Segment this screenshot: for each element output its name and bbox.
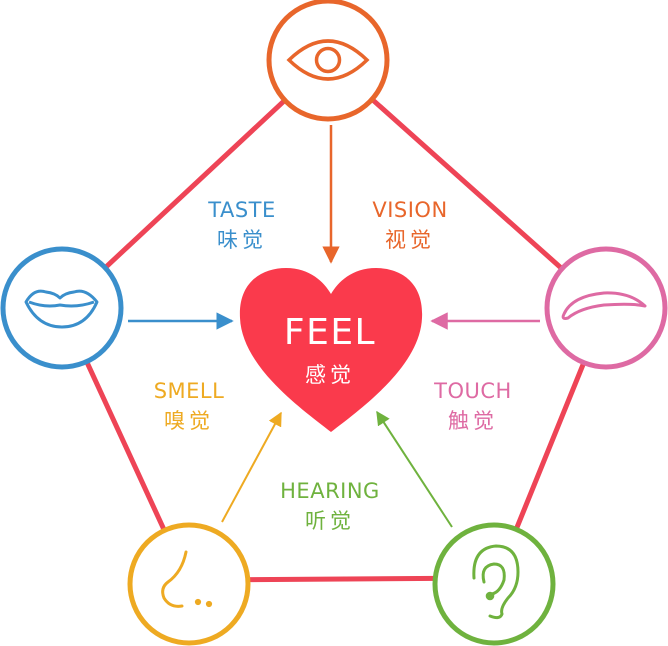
nose-icon	[161, 550, 213, 608]
hearing-label-en: HEARING	[280, 479, 380, 503]
touch-label-cn: 触觉	[448, 409, 498, 433]
taste-label-cn: 味觉	[217, 228, 267, 252]
vision-label: VISION 视觉	[340, 200, 480, 251]
vision-node	[266, 0, 390, 122]
vision-label-en: VISION	[372, 198, 448, 222]
heart-shape	[239, 268, 423, 432]
taste-node	[0, 246, 124, 370]
eye-icon	[286, 39, 370, 81]
taste-label: TASTE 味觉	[172, 200, 312, 251]
touch-label-en: TOUCH	[434, 379, 512, 403]
center-title: FEEL	[283, 312, 377, 353]
hearing-node	[432, 522, 556, 646]
smell-label-cn: 嗅觉	[164, 409, 214, 433]
edge-vision-touch	[325, 57, 609, 311]
ear-icon	[472, 544, 520, 620]
arrows	[128, 125, 540, 528]
taste-label-en: TASTE	[208, 198, 276, 222]
center-subtitle: 感觉	[305, 363, 355, 387]
vision-label-cn: 视觉	[385, 228, 435, 252]
smell-label: SMELL 嗅觉	[119, 381, 259, 432]
touch-node	[544, 246, 668, 370]
heart-label: FEEL 感觉	[250, 312, 410, 389]
arrow-smell	[221, 411, 282, 523]
touch-label: TOUCH 触觉	[403, 381, 543, 432]
hearing-label: HEARING 听觉	[260, 481, 400, 532]
hearing-label-cn: 听觉	[305, 509, 355, 533]
skin-icon	[561, 291, 647, 320]
lips-icon	[24, 289, 99, 329]
smell-label-en: SMELL	[153, 379, 225, 403]
smell-node	[127, 522, 251, 646]
arrow-hearing	[376, 410, 453, 528]
